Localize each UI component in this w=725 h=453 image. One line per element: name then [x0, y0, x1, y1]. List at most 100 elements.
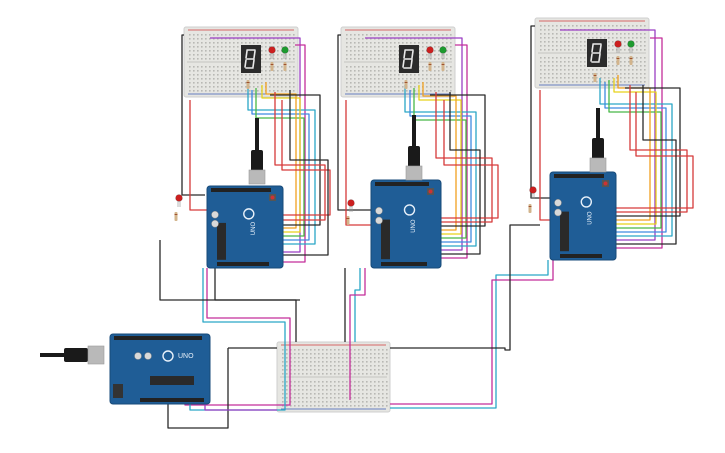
wire-net-black-6: [167, 348, 229, 429]
arduino-3-reset-cap[interactable]: [603, 181, 608, 186]
resistor-red-3-band: [616, 58, 620, 59]
arduino-3-header-bottom: [560, 254, 602, 258]
resistor-green-3-body: [629, 56, 633, 65]
led-green-1-lens: [281, 46, 289, 54]
led-green-2: [439, 46, 447, 59]
usb-cable-1-plug-metal: [248, 169, 266, 185]
wire-g1-orange: [265, 82, 297, 229]
arduino-2-header-bottom: [381, 262, 427, 266]
arduino-2-reset-cap[interactable]: [428, 189, 433, 194]
usb-cable-3-plug-metal: [589, 157, 607, 173]
wire-g3-black-c: [616, 85, 677, 245]
wire-g1-magenta: [283, 44, 306, 263]
wire-net-black-4: [159, 240, 300, 301]
arduino-1-chip: [217, 222, 226, 260]
resistor-display-3-body: [593, 73, 597, 82]
wire-net-black-3: [390, 224, 540, 351]
usb-cable-master-plug-metal: [87, 345, 105, 365]
wire-g3-magenta: [616, 37, 663, 249]
seven-segment-display-1-segment-e: [244, 59, 247, 68]
arduino-master-chip: [150, 376, 194, 385]
wire-g2-red: [345, 100, 371, 226]
wire-g2-cyan: [404, 85, 477, 247]
led-side-2: [347, 199, 355, 212]
resistor-side-1-body: [174, 212, 178, 221]
seven-segment-display-1: 8: [241, 45, 261, 73]
resistor-side-3-band: [528, 206, 532, 207]
wire-g1-cyan: [247, 85, 316, 245]
arduino-3: UNO: [549, 171, 617, 261]
wire-g2-black-c: [441, 92, 481, 255]
wires: [159, 25, 694, 429]
wire-g1-yellow: [261, 85, 301, 233]
wire-g2-blue: [409, 90, 472, 243]
wire-g3-black-b: [616, 87, 681, 217]
resistor-green-3-band: [629, 58, 633, 59]
usb-cable-1-plug-body: [251, 150, 263, 172]
led-green-3-lens: [627, 40, 635, 48]
wire-g3-purple: [560, 29, 656, 241]
resistor-green-1-band: [283, 64, 287, 65]
arduino-master-power-jack: [113, 384, 123, 398]
seven-segment-display-2: 8: [399, 45, 419, 73]
wire-g2-red-c: [441, 100, 499, 219]
wire-g3-red-b: [616, 85, 688, 213]
wire-g3-cyan: [599, 78, 673, 237]
arduino-master-header-bottom: [140, 398, 204, 402]
led-side-1: [175, 194, 183, 207]
resistor-red-2: [428, 62, 432, 71]
arduino-master-capacitor-b: [144, 352, 152, 360]
usb-cable-2-plug-body: [408, 146, 420, 168]
arduino-3-capacitor-b: [554, 208, 562, 217]
wire-g1-red: [189, 100, 207, 211]
resistor-side-2: [346, 216, 350, 225]
resistor-side-3-body: [528, 204, 532, 213]
wire-g3-orange: [616, 75, 651, 221]
arduino-1-logo-text: UNO: [251, 222, 257, 236]
resistor-display-3-band: [593, 75, 597, 76]
wire-g3-black: [530, 25, 552, 199]
wire-net-cyan-1: [189, 268, 286, 411]
usb-cable-master-plug-body: [64, 348, 88, 362]
seven-segment-display-1-segment-c: [252, 59, 255, 68]
resistor-red-1: [270, 62, 274, 71]
seven-segment-display-3-segment-b: [599, 44, 602, 53]
led-red-3: [614, 40, 622, 53]
wire-g1-black-c: [283, 90, 329, 256]
seven-segment-display-3-segment-f: [591, 44, 594, 53]
arduino-2-header-top: [375, 182, 429, 186]
led-side-1-lens: [175, 194, 183, 202]
resistor-red-3: [616, 56, 620, 65]
arduino-1-reset-cap[interactable]: [270, 195, 275, 200]
arduino-1-logo-mark: [243, 208, 255, 220]
resistor-display-1: [246, 80, 250, 89]
arduino-2-capacitor-a: [375, 207, 383, 215]
wire-g1-red-b: [274, 92, 326, 221]
arduino-master-capacitor-a: [134, 352, 142, 360]
arduino-master-logo-mark: [162, 350, 174, 362]
seven-segment-display-1-segment-f: [245, 50, 248, 59]
led-side-2-lens: [347, 199, 355, 207]
resistor-display-1-body: [246, 80, 250, 89]
resistor-display-2-band: [404, 82, 408, 83]
wire-g2-black-b: [430, 94, 486, 227]
wire-g3-blue: [604, 82, 667, 233]
arduino-2: UNO: [370, 179, 442, 269]
arduino-master-logo-text: UNO: [178, 353, 194, 360]
arduino-1-capacitor-a: [211, 210, 219, 219]
arduino-3-logo-text: UNO: [588, 211, 594, 225]
seven-segment-display-3: 8: [587, 39, 607, 67]
led-red-2-lens: [426, 46, 434, 54]
components: 8 8 8: [40, 39, 635, 365]
arduino-1-header-bottom: [217, 262, 269, 266]
wire-g2-black: [337, 34, 371, 211]
resistor-side-2-body: [346, 216, 350, 225]
led-side-3-lens: [529, 186, 537, 194]
wire-g2-orange: [422, 82, 457, 231]
resistor-display-2: [404, 80, 408, 89]
wire-g1-red-c: [281, 100, 331, 216]
wire-g3-green: [608, 80, 662, 229]
resistor-side-3: [528, 204, 532, 213]
arduino-2-capacitor-b: [375, 216, 383, 225]
